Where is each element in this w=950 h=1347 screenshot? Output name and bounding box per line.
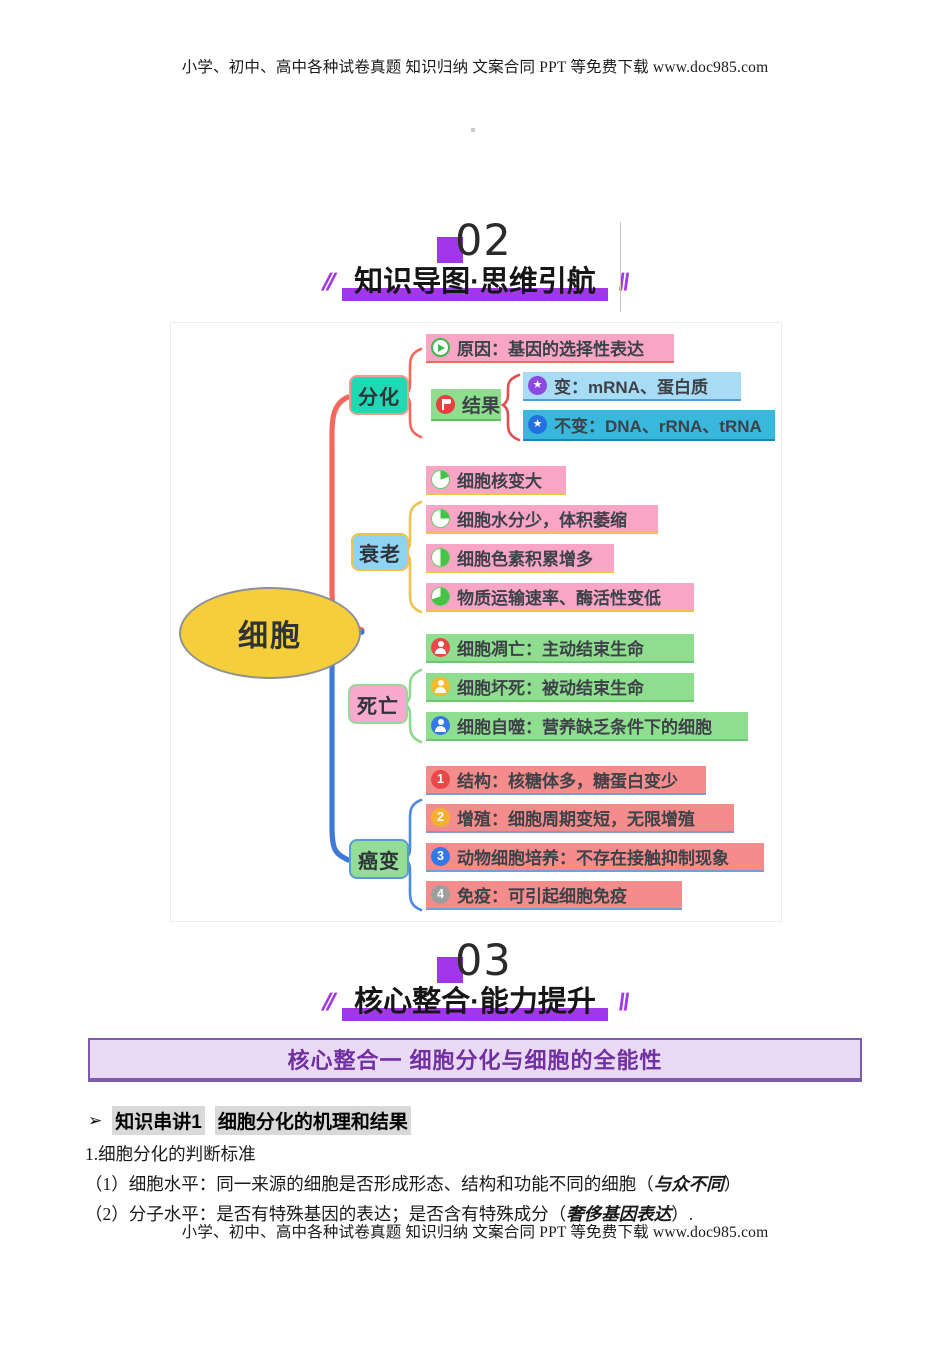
star-icon <box>528 376 547 395</box>
person-icon <box>431 638 450 657</box>
section-03-square <box>437 957 463 983</box>
mindmap-subnode-result: 结果 <box>431 389 501 421</box>
mindmap-card: 细胞 分化 原因：基因的选择性表达 结果 变：mRNA、蛋白质 不变：DNA、r… <box>170 322 782 922</box>
number-4-icon: 4 <box>431 885 450 904</box>
title-underline-bar <box>342 288 608 302</box>
mindmap-row: 细胞核变大 <box>426 466 566 495</box>
mindmap-row: 不变：DNA、rRNA、tRNA <box>523 410 775 441</box>
section-02-number: 02 <box>455 216 512 266</box>
item-title: 1.细胞分化的判断标准 <box>85 1144 256 1164</box>
slash-deco-icon: \\ <box>613 988 632 1016</box>
person-icon <box>431 677 450 696</box>
lecture-label: 知识串讲1 <box>112 1106 205 1135</box>
pie-chart-icon <box>431 509 450 528</box>
table-border-line <box>620 222 621 312</box>
play-icon <box>431 338 450 357</box>
lecture-title: 细胞分化的机理和结果 <box>214 1106 411 1135</box>
lecture-heading: ➢ 知识串讲1 细胞分化的机理和结果 <box>88 1106 411 1135</box>
slash-deco-icon: // <box>318 988 337 1016</box>
point-2: （2）分子水平：是否有特殊基因的表达；是否含有特殊成分（奢侈基因表达）. <box>85 1204 694 1224</box>
section-03-number: 03 <box>455 936 512 986</box>
mindmap-row: 细胞色素积累增多 <box>426 544 614 573</box>
core-integration-box: 核心整合一 细胞分化与细胞的全能性 <box>88 1038 862 1082</box>
arrow-bullet-icon: ➢ <box>88 1110 103 1130</box>
branch-node-canceration: 癌变 <box>349 839 409 879</box>
branch-node-death: 死亡 <box>348 684 408 724</box>
mindmap-row: 1 结构：核糖体多，糖蛋白变少 <box>426 766 706 795</box>
slash-deco-icon: \\ <box>613 268 632 296</box>
number-3-icon: 3 <box>431 847 450 866</box>
mindmap-row: 4 免疫：可引起细胞免疫 <box>426 881 682 910</box>
mindmap-row: 细胞水分少，体积萎缩 <box>426 505 658 534</box>
core-integration-title: 核心整合一 细胞分化与细胞的全能性 <box>287 1048 663 1073</box>
flag-icon <box>436 394 455 414</box>
mindmap-row: 原因：基因的选择性表达 <box>426 334 674 363</box>
point-1-bold: 与众不同 <box>653 1174 724 1194</box>
section-02-title-row: // 知识导图·思维引航 \\ <box>0 266 950 302</box>
point-2-bold: 奢侈基因表达 <box>566 1204 672 1224</box>
mindmap-row: 2 增殖：细胞周期变短，无限增殖 <box>426 804 734 833</box>
mindmap-row: 细胞自噬：营养缺乏条件下的细胞 <box>426 712 748 741</box>
slash-deco-icon: // <box>318 268 337 296</box>
mindmap-row: 变：mRNA、蛋白质 <box>523 372 741 401</box>
mindmap-row: 3 动物细胞培养：不存在接触抑制现象 <box>426 843 764 872</box>
number-2-icon: 2 <box>431 808 450 827</box>
pie-chart-icon <box>431 587 450 606</box>
pie-chart-icon <box>431 548 450 567</box>
page-header: 小学、初中、高中各种试卷真题 知识归纳 文案合同 PPT 等免费下载 www.d… <box>181 59 769 76</box>
mindmap-row: 物质运输速率、酶活性变低 <box>426 583 694 612</box>
section-02-square <box>437 237 463 263</box>
pie-chart-icon <box>431 470 450 489</box>
branch-node-differentiation: 分化 <box>349 375 409 415</box>
person-icon <box>431 716 450 735</box>
title-underline-bar <box>342 1008 608 1022</box>
mindmap-row: 细胞凋亡：主动结束生命 <box>426 634 694 663</box>
number-1-icon: 1 <box>431 770 450 789</box>
section-02-title: 知识导图·思维引航 <box>342 266 608 302</box>
branch-node-aging: 衰老 <box>351 533 409 571</box>
page-footer: 小学、初中、高中各种试卷真题 知识归纳 文案合同 PPT 等免费下载 www.d… <box>181 1224 769 1241</box>
artifact-dot <box>471 128 475 132</box>
mindmap-row: 细胞坏死：被动结束生命 <box>426 673 694 702</box>
section-03-title-row: // 核心整合·能力提升 \\ <box>0 986 950 1022</box>
mindmap-center-node: 细胞 <box>179 587 361 679</box>
point-1: （1）细胞水平：同一来源的细胞是否形成形态、结构和功能不同的细胞（与众不同） <box>85 1174 742 1194</box>
section-03-title: 核心整合·能力提升 <box>342 986 608 1022</box>
star-icon <box>528 415 547 434</box>
